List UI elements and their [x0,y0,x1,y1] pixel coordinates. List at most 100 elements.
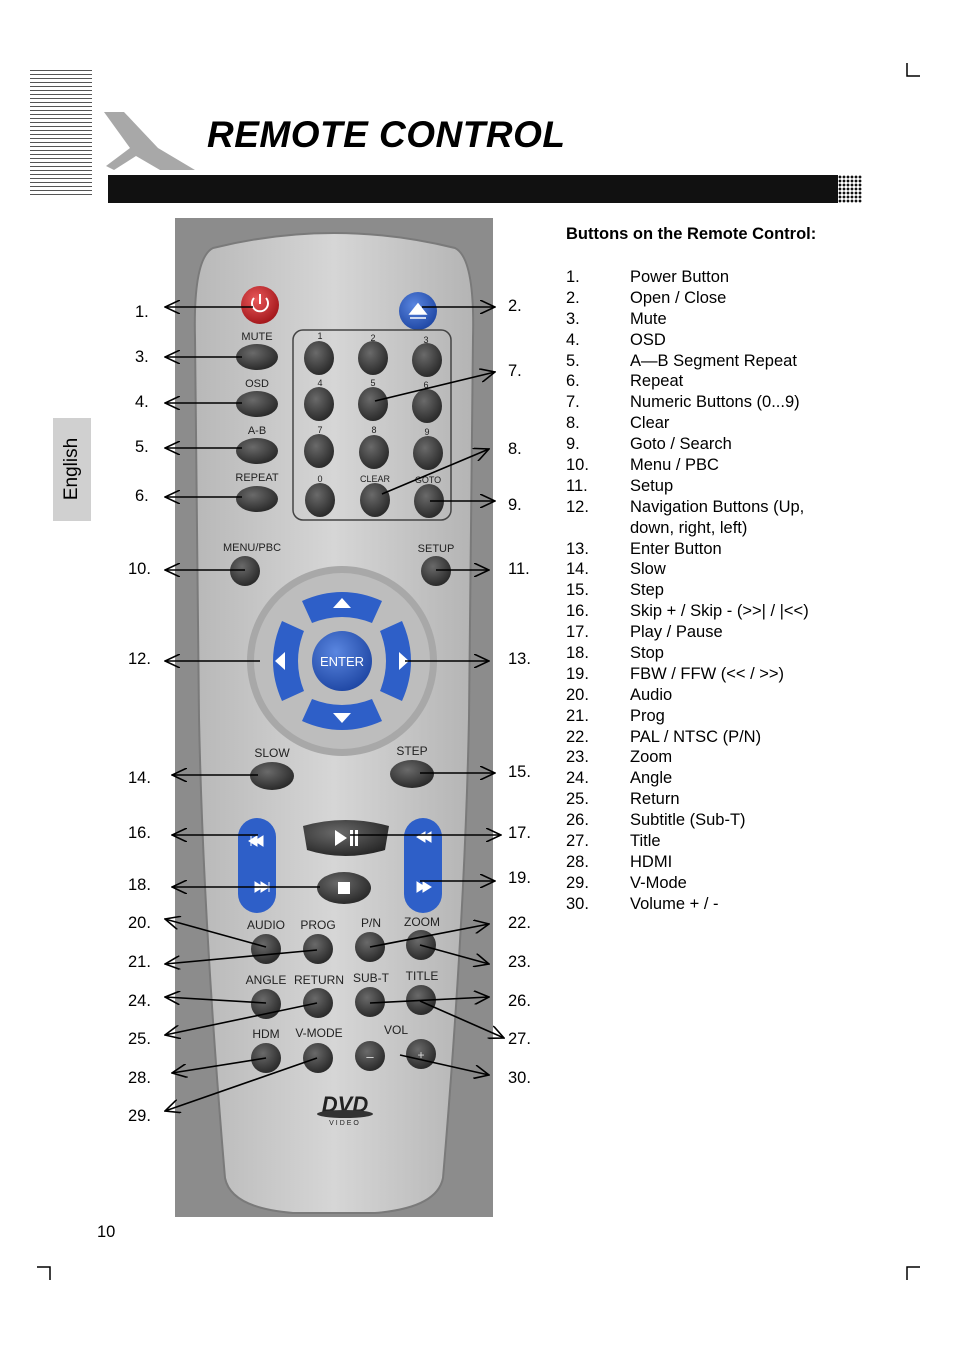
list-item-number: 1. [566,268,580,286]
list-item-number: 6. [566,372,580,391]
list-item-number: 2. [566,288,580,307]
svg-text:–: – [366,1049,374,1064]
list-item-label: Open / Close [630,288,727,307]
list-item-number: 11. [566,476,588,495]
callout-right-30: 30. [508,1069,531,1087]
list-item-label: Play / Pause [630,623,723,642]
list-item-label: Volume + / - [630,894,719,913]
callout-left-4: 4. [135,393,149,411]
list-item-label: Return [630,790,680,809]
callout-left-14: 14. [128,769,151,787]
decorative-stripes [30,70,92,198]
list-item-number: 26. [566,811,589,830]
list-item-number: 19. [566,664,589,683]
remote-label-goto: GOTO [415,475,441,485]
remote-label-menu: MENU/PBC [223,542,281,554]
list-item-number: 3. [566,309,580,328]
remote-label-pn: P/N [361,916,381,930]
list-item-number: 21. [566,706,589,725]
callout-left-5: 5. [135,438,149,456]
callout-left-18: 18. [128,876,151,894]
callout-left-24: 24. [128,992,151,1010]
remote-label-setup: SETUP [418,543,455,555]
callout-left-12: 12. [128,650,151,668]
list-item-number: 28. [566,852,589,871]
callout-left-1: 1. [135,303,149,321]
list-item-number: 13. [566,539,589,558]
remote-label-vol: VOL [384,1023,408,1037]
remote-label-ab: A-B [248,425,266,437]
callout-right-19: 19. [508,869,531,887]
list-item-label: PAL / NTSC (P/N) [630,727,762,746]
remote-photo: MUTE OSD A-B REPEAT 1 2 3 4 5 6 7 8 9 0 … [175,218,493,1217]
remote-label-clear: CLEAR [360,474,391,484]
callout-left-16: 16. [128,824,151,842]
list-item-label: Skip + / Skip - (>>| / |<<) [630,602,809,621]
list-item-label: Step [630,581,664,600]
list-item-number: 14. [566,560,589,579]
list-item-label: Repeat [630,372,684,391]
remote-label-angle: ANGLE [246,973,287,987]
list-item-label: Slow [630,560,666,579]
callout-right-26: 26. [508,992,531,1010]
callout-right-11: 11. [508,560,530,578]
list-item-label: HDMI [630,852,673,871]
title-bar [108,175,838,203]
list-item-number: 22. [566,727,589,746]
list-item-label: FBW / FFW (<< / >>) [630,664,785,683]
remote-label-return: RETURN [294,973,344,987]
callout-right-15: 15. [508,763,531,781]
digit-4: 4 [317,378,322,388]
digit-0: 0 [317,474,322,484]
list-item-label: Mute [630,309,667,328]
callout-right-7: 7. [508,362,522,380]
list-item-label: Title [630,832,661,851]
callout-left-6: 6. [135,487,149,505]
remote-label-slow: SLOW [254,746,290,760]
list-item-label: Audio [630,685,673,704]
remote-label-step: STEP [396,744,427,758]
callout-right-22: 22. [508,914,531,932]
list-item-label: Menu / PBC [630,456,719,475]
list-item-label: Prog [630,706,665,725]
list-item-label: Navigation Buttons (Up, [630,497,805,516]
callout-right-23: 23. [508,953,531,971]
callout-left-3: 3. [135,348,149,366]
remote-label-prog: PROG [300,918,335,932]
brand-logo-x [104,112,195,170]
remote-label-title: TITLE [406,969,439,983]
callout-right-8: 8. [508,440,522,458]
digit-7: 7 [317,425,322,435]
list-item-label: Enter Button [630,539,722,558]
list-item-number: 10. [566,456,589,475]
list-item-label: Stop [630,644,664,663]
list-item-label: Setup [630,476,674,495]
list-item-number: 27. [566,832,589,851]
list-item-number: 25. [566,790,589,809]
svg-text:+: + [417,1048,424,1062]
callout-left-29: 29. [128,1107,151,1125]
list-item-number: 9. [566,435,580,454]
remote-label-hdm: HDM [252,1027,279,1041]
callout-right-13: 13. [508,650,531,668]
remote-label-repeat: REPEAT [235,472,278,484]
remote-label-osd: OSD [245,378,269,390]
list-item-number: 20. [566,685,589,704]
list-item-number: 17. [566,623,589,642]
callout-right-2: 2. [508,297,522,315]
list-item-label: Subtitle (Sub-T) [630,811,746,830]
digit-3: 3 [423,335,428,345]
callout-right-17: 17. [508,824,531,842]
remote-label-audio: AUDIO [247,918,285,932]
callout-left-28: 28. [128,1069,151,1087]
crop-mark-bottom-right [906,1266,920,1280]
remote-illustration: MUTE OSD A-B REPEAT 1 2 3 4 5 6 7 8 9 0 … [175,218,493,1217]
digit-8: 8 [371,425,376,435]
list-item-label: Clear [630,414,670,433]
list-item-number: 15. [566,581,589,600]
list-item-number: 5. [566,351,580,370]
list-item-label: Numeric Buttons (0...9) [630,393,800,412]
list-item-number: 4. [566,330,580,349]
callout-left-20: 20. [128,914,151,932]
